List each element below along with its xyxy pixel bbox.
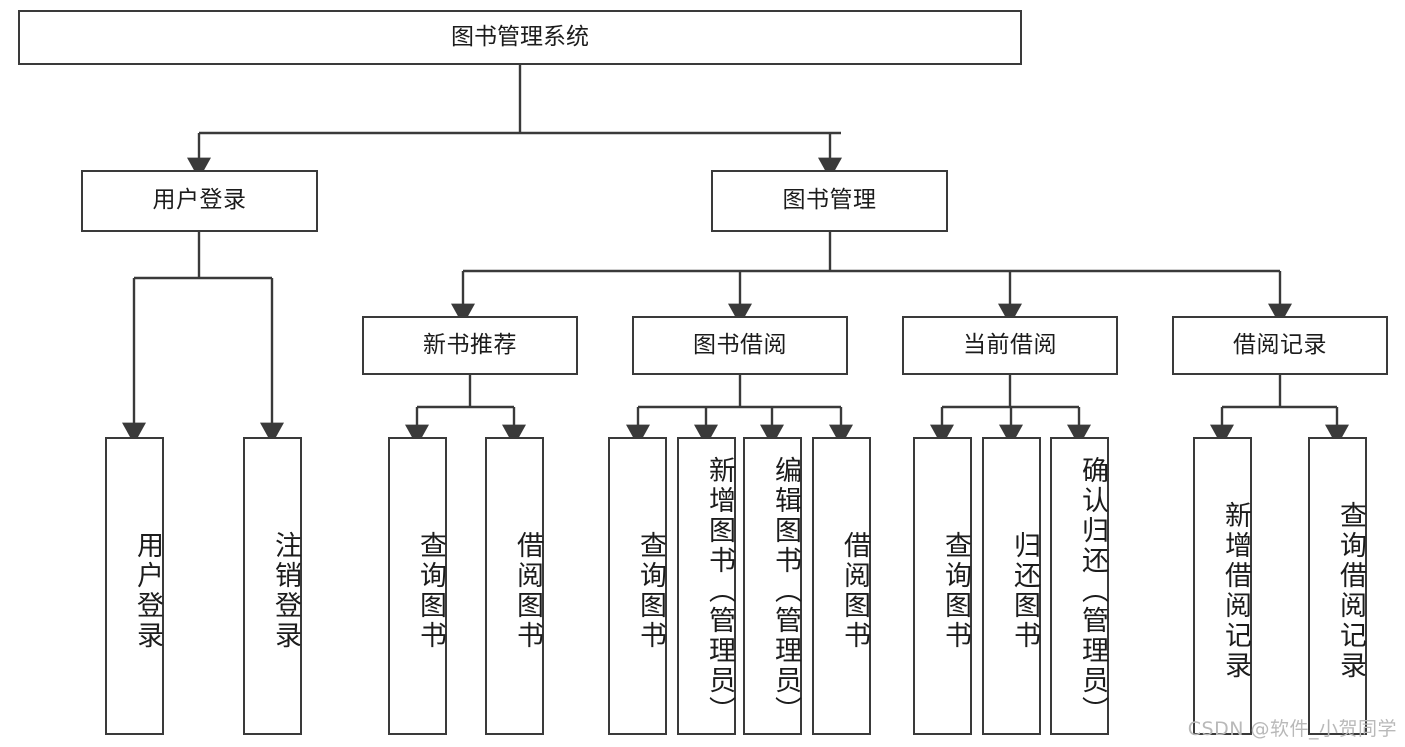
node-leaf-borrow-book-1[interactable]: 借阅图书 [485, 437, 544, 735]
node-root-system[interactable]: 图书管理系统 [18, 10, 1022, 65]
node-leaf-query-book-1[interactable]: 查询图书 [388, 437, 447, 735]
node-leaf-user-logout[interactable]: 注销登录 [243, 437, 302, 735]
node-label: 图书借阅 [693, 331, 787, 358]
csdn-watermark: CSDN @软件_小贺同学 [1187, 718, 1397, 740]
node-leaf-user-login[interactable]: 用户登录 [105, 437, 164, 735]
node-leaf-query-book-2[interactable]: 查询图书 [608, 437, 667, 735]
node-label: 查询图书 [635, 531, 666, 651]
node-label: 查询借阅记录 [1335, 501, 1366, 681]
node-label: 查询图书 [940, 531, 971, 651]
node-label: 用户登录 [132, 531, 163, 651]
node-leaf-edit-book[interactable]: 编辑图书（管理员） [743, 437, 802, 735]
node-current-borrow[interactable]: 当前借阅 [902, 316, 1118, 375]
node-label: 新书推荐 [423, 331, 517, 358]
node-new-book-recommend[interactable]: 新书推荐 [362, 316, 578, 375]
node-label: 确认归还（管理员） [1077, 456, 1108, 726]
node-label: 借阅记录 [1233, 331, 1327, 358]
node-leaf-query-record[interactable]: 查询借阅记录 [1308, 437, 1367, 735]
node-label: 当前借阅 [963, 331, 1057, 358]
node-label: 图书管理系统 [451, 23, 589, 50]
node-label: 归还图书 [1009, 531, 1040, 651]
node-leaf-query-book-3[interactable]: 查询图书 [913, 437, 972, 735]
node-book-borrow[interactable]: 图书借阅 [632, 316, 848, 375]
node-label: 注销登录 [270, 531, 301, 651]
node-leaf-add-record[interactable]: 新增借阅记录 [1193, 437, 1252, 735]
node-label: 借阅图书 [839, 531, 870, 651]
node-label: 编辑图书（管理员） [770, 456, 801, 726]
node-label: 用户登录 [152, 187, 247, 214]
node-user-login[interactable]: 用户登录 [81, 170, 318, 232]
node-book-manage[interactable]: 图书管理 [711, 170, 948, 232]
node-label: 图书管理 [782, 187, 877, 214]
node-label: 新增借阅记录 [1220, 501, 1251, 681]
node-borrow-record[interactable]: 借阅记录 [1172, 316, 1388, 375]
node-label: 借阅图书 [512, 531, 543, 651]
node-leaf-add-book[interactable]: 新增图书（管理员） [677, 437, 736, 735]
node-label: 查询图书 [415, 531, 446, 651]
node-leaf-return-book[interactable]: 归还图书 [982, 437, 1041, 735]
node-label: 新增图书（管理员） [704, 456, 735, 726]
node-leaf-borrow-book-2[interactable]: 借阅图书 [812, 437, 871, 735]
node-leaf-confirm-return[interactable]: 确认归还（管理员） [1050, 437, 1109, 735]
